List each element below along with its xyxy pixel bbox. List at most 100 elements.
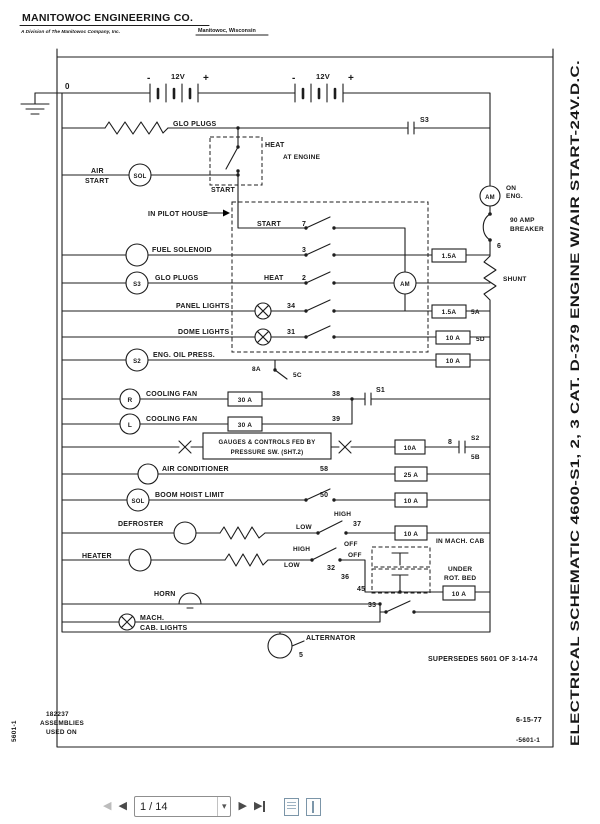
header-rules bbox=[19, 24, 269, 36]
fuse-10a-4: 10 A bbox=[404, 498, 419, 505]
wire-37: 37 bbox=[353, 521, 361, 528]
schematic-sheet: MANITOWOC ENGINEERING CO. A Division of … bbox=[11, 12, 582, 748]
air-start-sol-text: SOL bbox=[133, 174, 146, 180]
border-frame bbox=[56, 56, 554, 748]
pilot-house-dashed-box bbox=[231, 201, 429, 353]
page-number-input[interactable] bbox=[134, 800, 217, 813]
fuse-1-5a-2-box bbox=[431, 304, 467, 319]
wire-6: 6 bbox=[497, 243, 501, 250]
heater-label: HEATER bbox=[82, 553, 112, 560]
heater-motor-circle bbox=[128, 548, 152, 572]
defroster-resistor bbox=[219, 526, 266, 540]
boom-hoist-solenoid-circle bbox=[126, 488, 150, 512]
battery2-minus: - bbox=[292, 73, 296, 84]
glo-plugs-label: GLO PLUGS bbox=[155, 275, 199, 282]
boom-sol-text: SOL bbox=[131, 499, 144, 505]
fuse-10a-6-box bbox=[442, 585, 476, 601]
under-rot-bed-label-2: ROT. BED bbox=[444, 575, 476, 582]
wire-5b: 5B bbox=[471, 454, 480, 461]
s2-circle-text: S2 bbox=[133, 359, 141, 365]
previous-page-button[interactable]: ◀ bbox=[118, 800, 127, 812]
cooling-fan-l-label: COOLING FAN bbox=[146, 416, 197, 423]
heater-low-label: LOW bbox=[284, 562, 301, 569]
in-pilot-house-label: IN PILOT HOUSE bbox=[148, 211, 208, 218]
cooling-fan-r-circle bbox=[119, 388, 141, 410]
shunt-resistor bbox=[483, 255, 497, 303]
panel-ammeter-circle bbox=[393, 271, 417, 295]
rot-bed-dashed-box bbox=[371, 568, 431, 594]
fan-r-text: R bbox=[128, 397, 133, 404]
drawing-title: ELECTRICAL SCHEMATIC 4600-S1, 2, 3 CAT. … bbox=[570, 60, 582, 746]
page-dropdown-icon[interactable]: ▾ bbox=[216, 797, 231, 816]
wire-5c: 5C bbox=[293, 372, 302, 379]
wire-5a: 5A bbox=[471, 309, 480, 316]
shunt-label: SHUNT bbox=[503, 276, 527, 283]
fuse-10a-5-box bbox=[394, 525, 428, 541]
fuel-solenoid-circle bbox=[125, 243, 149, 267]
page-number-box: ▾ bbox=[133, 796, 232, 817]
fuse-10a-1: 10 A bbox=[446, 335, 461, 342]
horn-bell-symbol bbox=[178, 592, 202, 605]
battery2-voltage: 12V bbox=[316, 72, 330, 81]
breaker-label-1: 90 AMP bbox=[510, 217, 535, 224]
mach-cab-lights-label-1: MACH. bbox=[140, 615, 164, 622]
wire-39: 39 bbox=[332, 416, 340, 423]
wire-58: 58 bbox=[320, 466, 328, 473]
heater-off-label: OFF bbox=[348, 552, 362, 559]
glo-plugs-resistor-label: GLO PLUGS bbox=[173, 121, 217, 128]
heater-high-label: HIGH bbox=[293, 546, 310, 553]
battery1-voltage: 12V bbox=[171, 72, 185, 81]
wire-5d: 5D bbox=[476, 336, 485, 343]
defroster-label: DEFROSTER bbox=[118, 521, 163, 528]
lamp-cross-marks bbox=[120, 304, 270, 629]
s3-circle-text: S3 bbox=[133, 282, 141, 288]
wire-45: 45 bbox=[357, 586, 365, 593]
alternator-label: ALTERNATOR bbox=[306, 635, 356, 642]
fuse-10a-3: 10A bbox=[404, 445, 417, 452]
pilot-start-label: START bbox=[257, 221, 282, 228]
fuse-10a-2-box bbox=[435, 353, 471, 368]
panel-lights-label: PANEL LIGHTS bbox=[176, 303, 230, 310]
fuse-30a-2: 30 A bbox=[238, 422, 253, 429]
at-engine-label: AT ENGINE bbox=[283, 154, 321, 161]
fuse-25a-box bbox=[394, 466, 428, 482]
page-up-icon[interactable]: ◀ bbox=[103, 800, 112, 812]
fuse-25a: 25 A bbox=[404, 472, 419, 479]
next-page-button[interactable]: ▶ bbox=[238, 800, 247, 812]
fuse-1-5a-1-box bbox=[431, 248, 467, 263]
breaker-label-2: BREAKER bbox=[510, 226, 544, 233]
heat-label-2: HEAT bbox=[264, 275, 284, 282]
glo-plugs-resistor bbox=[104, 121, 169, 135]
fuse-1-5a-1: 1.5A bbox=[442, 253, 457, 260]
on-eng-label-2: ENG. bbox=[506, 193, 523, 200]
last-page-button[interactable]: ▶ bbox=[254, 801, 266, 812]
horn-label: HORN bbox=[154, 591, 176, 598]
battery1-plus: + bbox=[203, 73, 209, 84]
fuse-8a-label: 8A bbox=[252, 366, 261, 373]
supersedes-note: SUPERSEDES 5601 OF 3-14-74 bbox=[428, 656, 538, 663]
dome-lights-label: DOME LIGHTS bbox=[178, 329, 229, 336]
fuse-30a-1: 30 A bbox=[238, 397, 253, 404]
s2-connector-label: S2 bbox=[471, 435, 480, 442]
single-page-view-icon[interactable] bbox=[284, 797, 300, 816]
battery1-minus: - bbox=[147, 73, 151, 84]
heat-switch-dashed-box bbox=[209, 136, 263, 186]
on-eng-label-1: ON bbox=[506, 185, 516, 192]
gauges-note-box bbox=[202, 432, 332, 460]
node-0: 0 bbox=[65, 82, 70, 91]
fuse-30a-1-box bbox=[227, 391, 263, 407]
wire-32: 32 bbox=[327, 565, 335, 572]
fan-l-text: L bbox=[128, 422, 132, 429]
drawing-date: 6-15-77 bbox=[516, 717, 542, 724]
continuous-view-icon[interactable] bbox=[306, 797, 322, 816]
frame-ticks bbox=[56, 48, 554, 58]
fuel-solenoid-label: FUEL SOLENOID bbox=[152, 247, 212, 254]
fuse-10a-3-box bbox=[394, 439, 426, 455]
oil-pressure-switch-circle bbox=[125, 348, 149, 372]
cooling-fan-r-label: COOLING FAN bbox=[146, 391, 197, 398]
junction-dots bbox=[223, 126, 492, 614]
engine-ammeter-circle bbox=[479, 185, 501, 207]
ground-symbol bbox=[20, 92, 50, 115]
company-division: A Division of The Manitowoc Company, Inc… bbox=[20, 29, 120, 35]
